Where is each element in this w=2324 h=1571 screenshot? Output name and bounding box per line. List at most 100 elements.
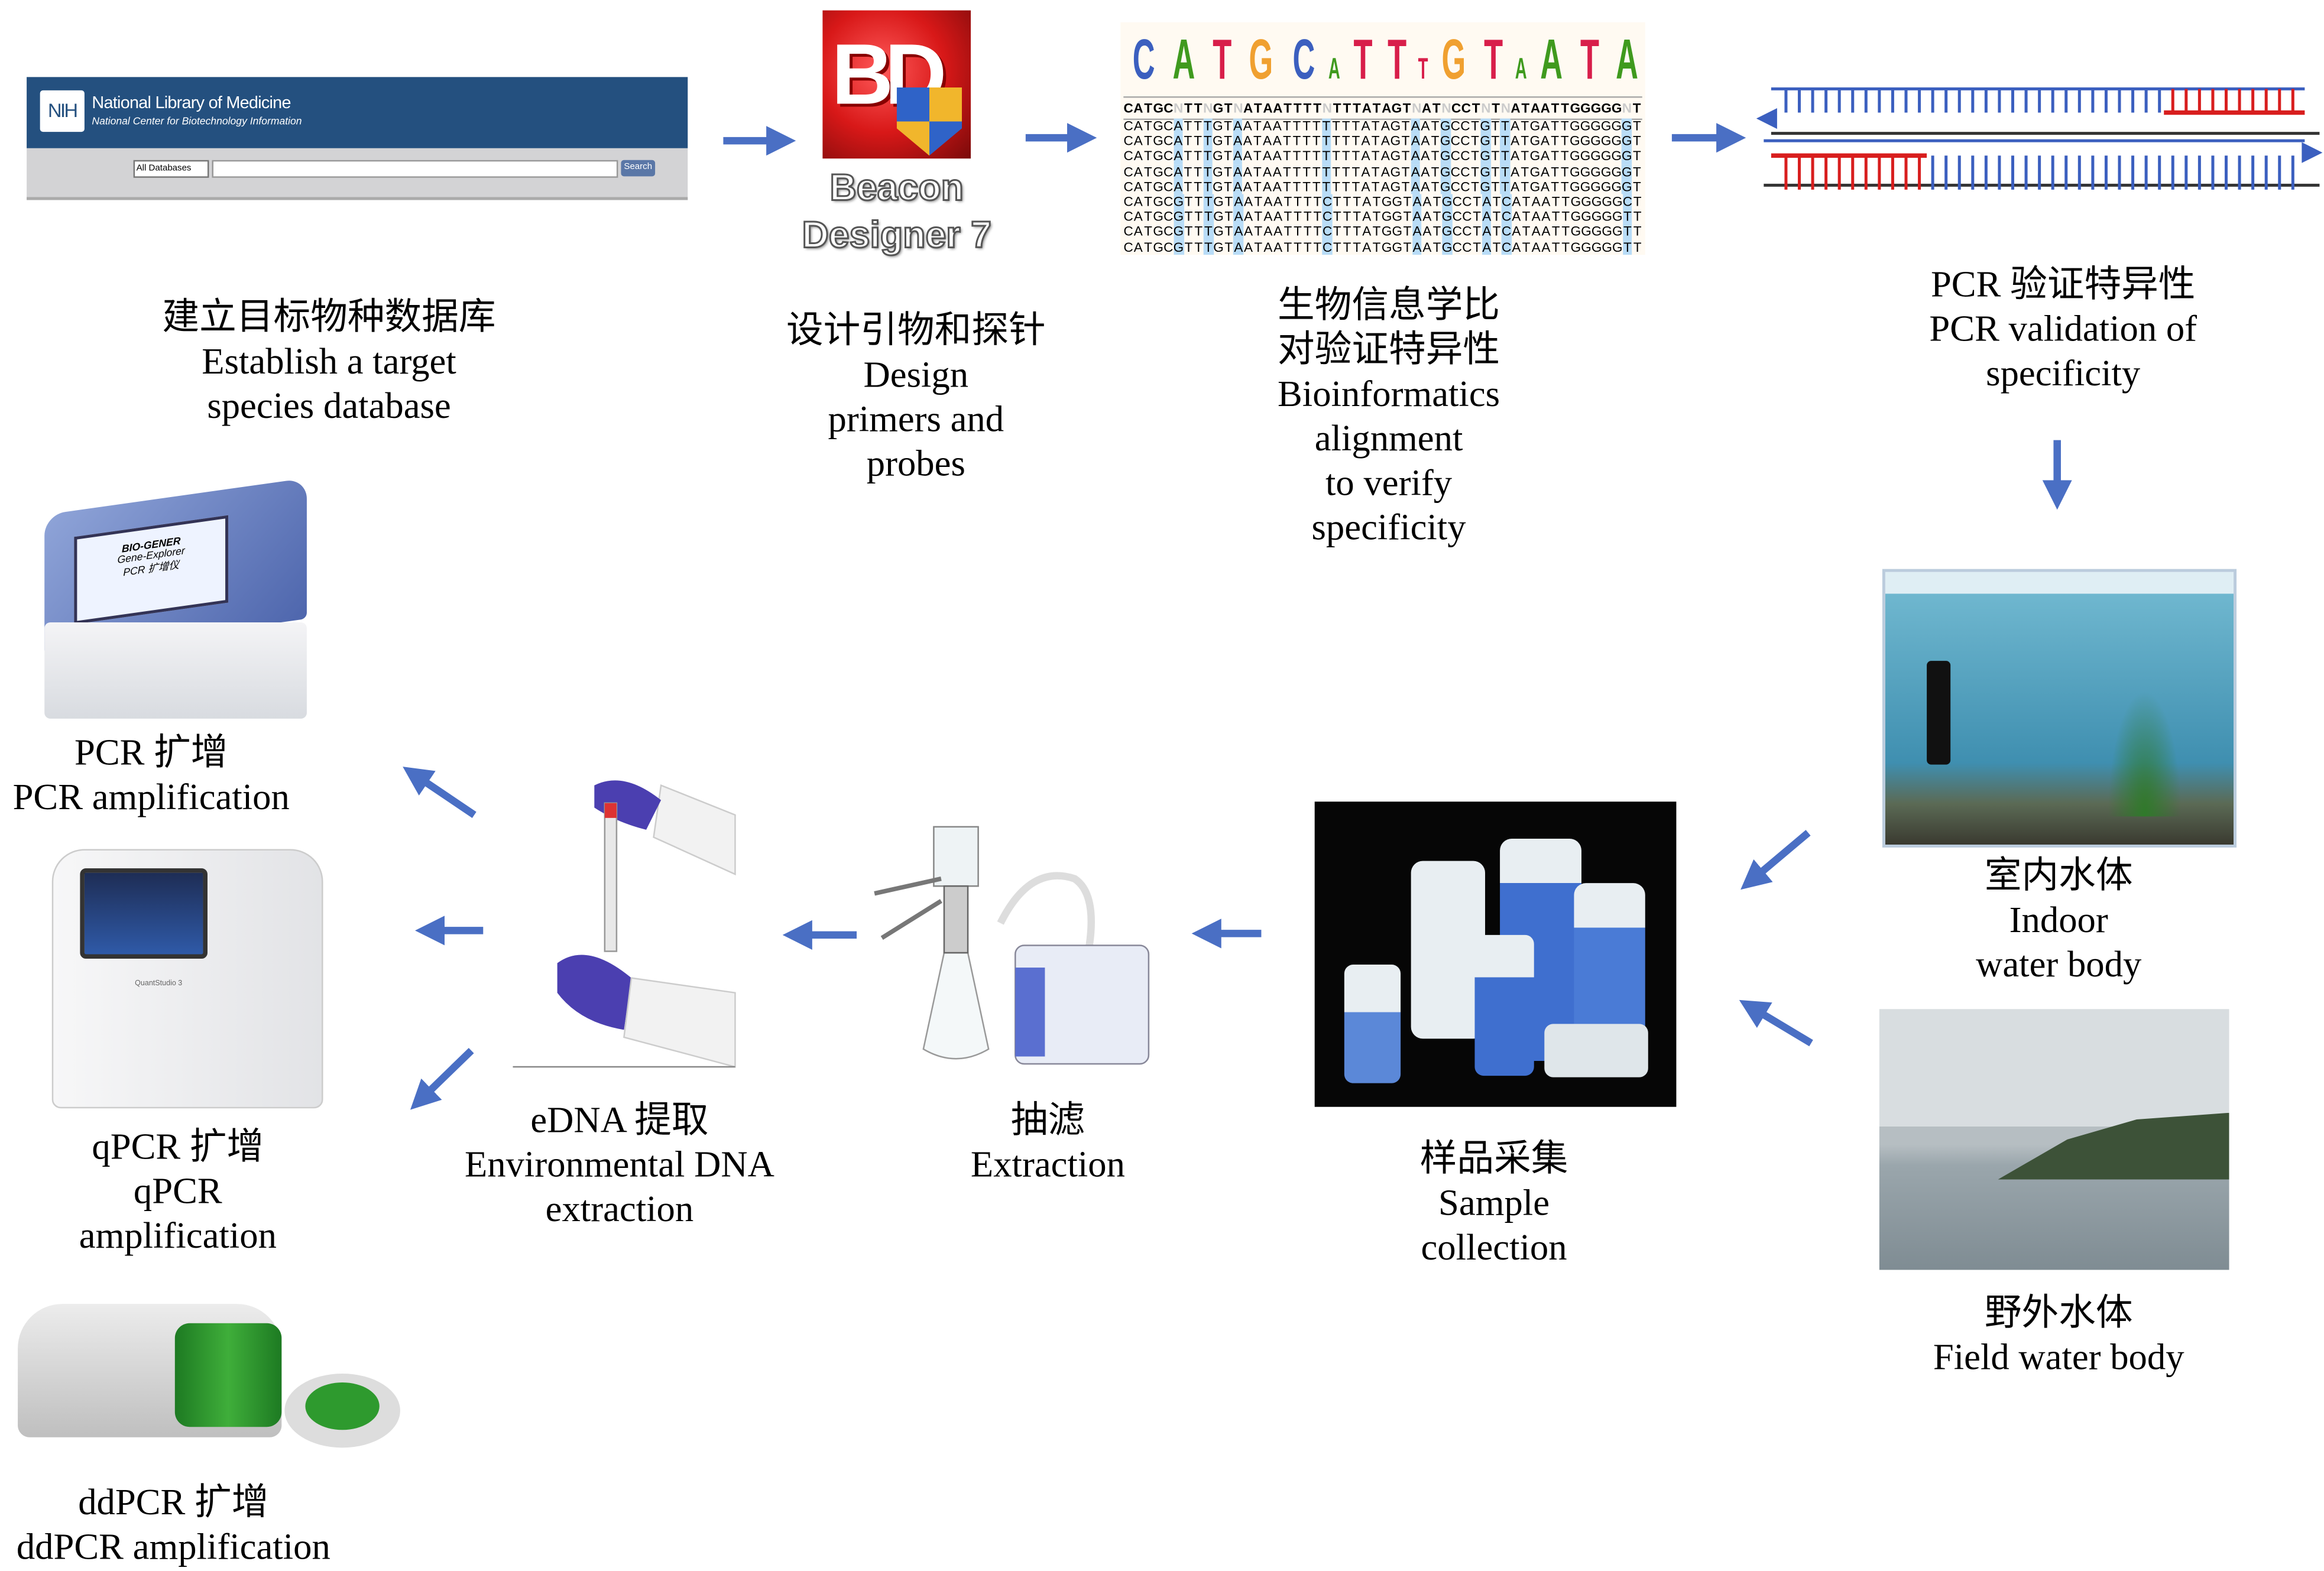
consensus-base: A [1382, 100, 1392, 116]
sequence-base: T [1292, 164, 1301, 179]
sequence-base: A [1263, 164, 1272, 179]
sequence-base: A [1410, 164, 1421, 179]
sequence-base: G [1440, 164, 1451, 179]
sequence-base: G [1622, 134, 1632, 149]
sequence-base: T [1521, 118, 1529, 134]
sequence-base: T [1633, 148, 1641, 164]
sequence-base: T [1371, 148, 1380, 164]
sequence-base: T [1312, 178, 1321, 194]
sequence-base: T [1492, 239, 1501, 254]
sequence-base: T [1144, 164, 1152, 179]
sequence-base: A [1272, 164, 1282, 179]
sequence-base: T [1403, 209, 1412, 224]
consensus-base: T [1313, 100, 1322, 116]
consensus-base: A [1263, 100, 1273, 116]
sequence-base: T [1282, 178, 1291, 194]
sequence-base: G [1600, 118, 1612, 134]
consensus-base: N [1622, 100, 1632, 116]
sequence-base: A [1263, 178, 1272, 194]
sequence-base: A [1412, 224, 1422, 239]
sequence-base: T [1401, 118, 1410, 134]
logo-letter: A [1616, 30, 1639, 92]
sequence-base: A [1380, 148, 1390, 164]
sequence-base: G [1600, 134, 1612, 149]
sequence-base: T [1333, 194, 1341, 209]
sequence-base: T [1401, 164, 1410, 179]
sequence-base: T [1194, 164, 1202, 179]
sequence-base: A [1273, 209, 1283, 224]
sequence-base: G [1381, 224, 1392, 239]
label-en: amplification [79, 1216, 277, 1257]
sequence-base: C [1123, 194, 1133, 209]
sequence-base: T [1303, 224, 1312, 239]
sequence-base: A [1173, 134, 1184, 149]
sequence-base: T [1401, 134, 1410, 149]
sequence-base: G [1153, 194, 1163, 209]
sequence-base: T [1372, 209, 1381, 224]
label-en: species database [207, 387, 451, 427]
sequence-base: C [1501, 224, 1512, 239]
sequence-base: C [1501, 239, 1512, 255]
sequence-base: T [1321, 178, 1331, 194]
sequence-base: T [1294, 224, 1302, 239]
sequence-base: G [1213, 178, 1223, 194]
sequence-base: T [1282, 134, 1291, 149]
label-en: collection [1421, 1228, 1567, 1268]
sequence-base: A [1233, 194, 1244, 209]
sequence-base: T [1341, 178, 1350, 194]
sequence-base: A [1361, 118, 1370, 134]
sequence-base: A [1244, 194, 1253, 209]
search-input[interactable] [212, 160, 618, 178]
consensus-base: T [1224, 100, 1233, 116]
label-zh: 生物信息学比 [1278, 285, 1500, 326]
sequence-base: G [1580, 164, 1591, 179]
sequence-base: T [1491, 148, 1500, 164]
sequence-base: T [1551, 118, 1560, 134]
sequence-base: T [1303, 209, 1312, 224]
sequence-base: G [1392, 224, 1403, 239]
gloved-hand [594, 780, 662, 830]
sequence-base: A [1133, 209, 1143, 224]
gloved-hand [557, 955, 631, 1030]
sequence-base: C [1450, 164, 1460, 179]
sequence-base: G [1570, 194, 1581, 209]
sequence-base: T [1401, 148, 1410, 164]
database-select[interactable]: All Databases [133, 160, 209, 178]
label-en: water body [1976, 945, 2142, 986]
sequence-base: A [1362, 194, 1372, 209]
sequence-base: A [1361, 134, 1370, 149]
search-button[interactable]: Search [621, 160, 656, 177]
nih-logo: NIH [40, 90, 85, 132]
logo-letter: G [1442, 30, 1466, 92]
sequence-base: G [1529, 178, 1541, 194]
step-indoor-label: 室内水体 Indoor water body [1976, 855, 2141, 989]
sequence-base: T [1312, 164, 1321, 179]
sequence-base: G [1392, 194, 1403, 209]
sequence-base: G [1600, 148, 1612, 164]
sequence-base: A [1410, 178, 1421, 194]
sequence-base: G [1581, 224, 1592, 239]
sequence-base: T [1194, 178, 1202, 194]
sequence-base: T [1351, 148, 1360, 164]
sequence-base: A [1541, 209, 1551, 224]
sequence-base: G [1153, 239, 1163, 254]
sequence-base: A [1421, 134, 1430, 149]
sequence-base: A [1272, 148, 1282, 164]
sequence-base: T [1254, 224, 1263, 239]
sequence-base: G [1611, 118, 1622, 134]
step-bioinfo-label: 生物信息学比 对验证特异性 Bioinformatics alignment t… [1278, 284, 1500, 551]
sequence-base: T [1341, 148, 1350, 164]
sequence-base: T [1194, 209, 1203, 224]
sequence-base: A [1482, 224, 1492, 239]
sequence-base: G [1622, 178, 1632, 194]
sequence-base: C [1123, 118, 1133, 134]
qpcr-instrument-photo: QuantStudio 3 [51, 849, 323, 1109]
consensus-base: T [1432, 100, 1441, 116]
sequence-base: T [1471, 178, 1479, 194]
sequence-base: G [1580, 134, 1591, 149]
sequence-base: G [1529, 164, 1541, 179]
consensus-base: T [1561, 100, 1570, 116]
logo-letter: C [1132, 30, 1155, 92]
label-en: Sample [1438, 1184, 1550, 1224]
